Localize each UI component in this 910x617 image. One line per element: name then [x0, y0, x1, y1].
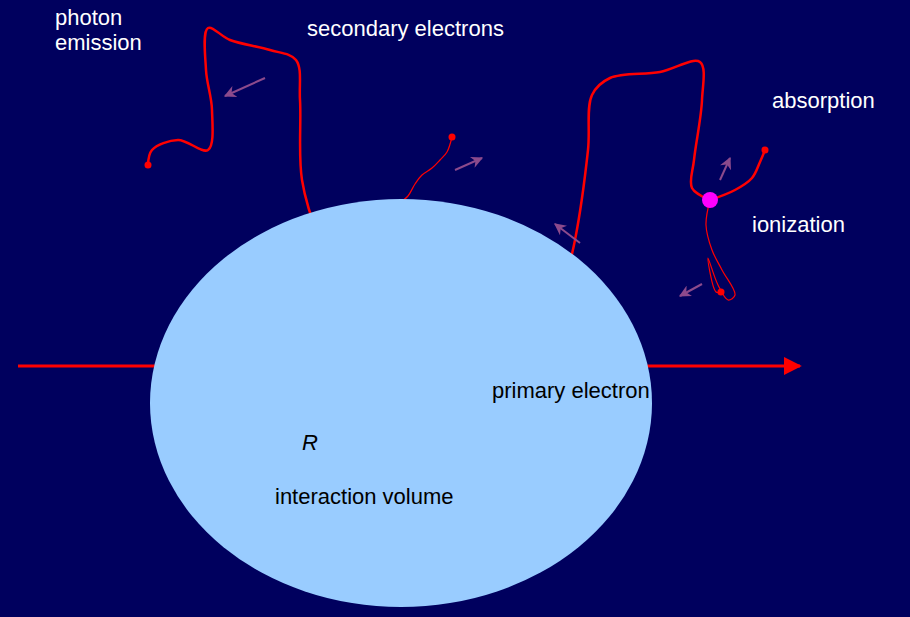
volume-ellipse: [150, 199, 652, 607]
photon-arrow: [680, 284, 702, 296]
interaction-dot: [702, 192, 718, 208]
secondary-electron-path: [706, 200, 735, 300]
primary-label: primary electron: [492, 378, 650, 403]
ionization-label: ionization: [752, 212, 845, 237]
end-dot: [145, 162, 152, 169]
secondary-label: secondary electrons: [307, 16, 504, 41]
radius-label: R: [302, 430, 318, 455]
photon-arrow: [225, 78, 265, 96]
secondary-electron-path: [710, 150, 765, 200]
end-dot: [762, 147, 769, 154]
volume-label: interaction volume: [275, 484, 454, 509]
volume-outline: [150, 199, 652, 607]
end-dot: [718, 289, 725, 296]
absorption-label: absorption: [772, 88, 875, 113]
photon-arrow: [720, 158, 730, 180]
photon-label: photon emission: [55, 5, 165, 55]
interaction-volume: interaction volume: [150, 199, 652, 607]
photon-arrow: [555, 224, 580, 243]
end-dot: [449, 134, 456, 141]
photon-arrow: [455, 158, 482, 170]
